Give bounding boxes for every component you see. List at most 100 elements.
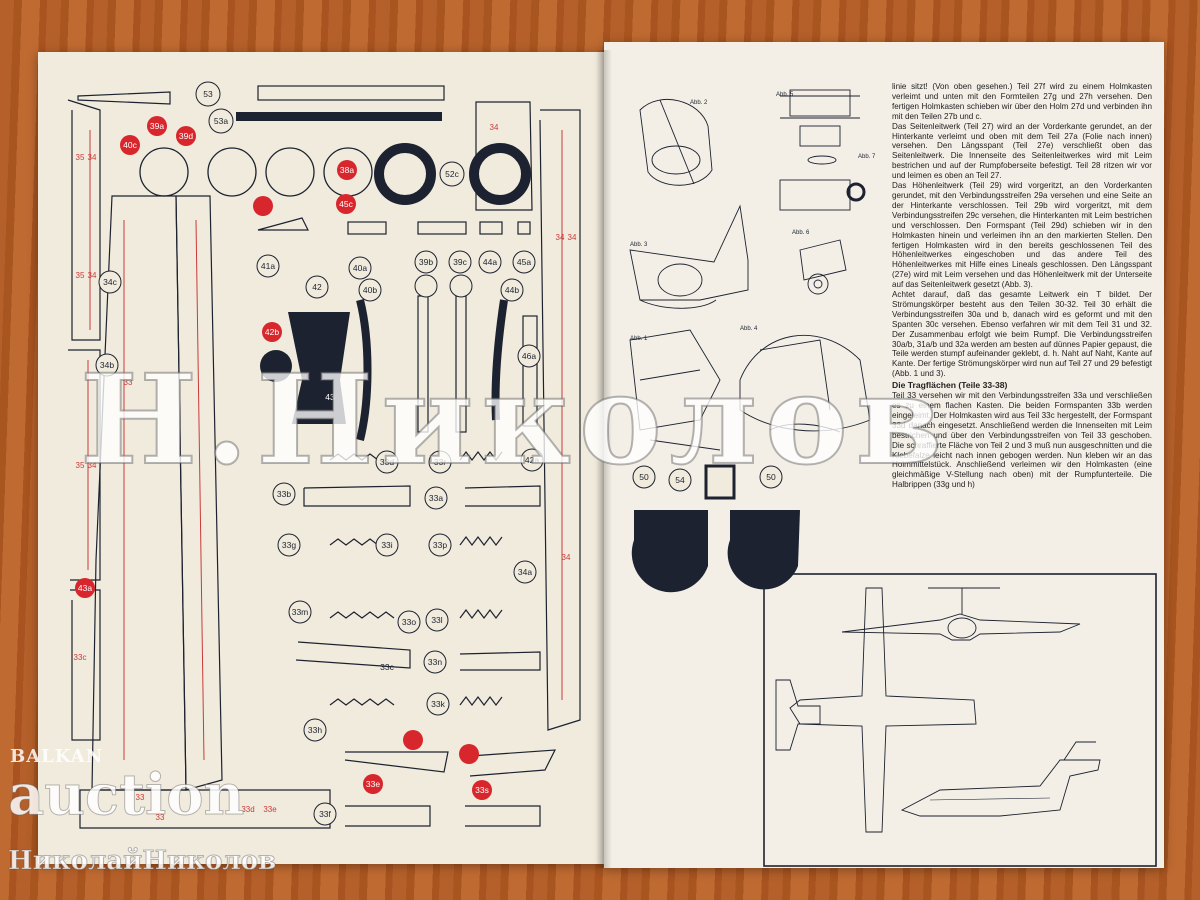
part-label-43a: 43a (78, 583, 92, 593)
red-dot-33i (403, 730, 423, 750)
scale-mark-34c: 34 (88, 461, 97, 470)
label-circle-33h (303, 718, 327, 742)
scale-mark-33c2: 33 (156, 813, 165, 822)
label-circle-33d (375, 450, 399, 474)
part-label-33m: 33m (292, 607, 309, 617)
spar-46a (522, 315, 538, 427)
scale-mark-33c: 33c (74, 653, 87, 662)
paragraph-3: Das Höhenleitwerk (Teil 29) wird vorgeri… (892, 181, 1152, 290)
part-label-34b: 34b (100, 360, 114, 370)
red-dot-39c (253, 196, 273, 216)
instruction-text-column: linie sitzt! (Von oben gesehen.) Teil 27… (892, 82, 1152, 490)
part-33f (303, 485, 411, 507)
figure-label-abb4: Abb. 4 (740, 326, 758, 332)
diagram-engine-intake (651, 145, 701, 175)
rib-33r (459, 451, 503, 461)
rib-33l (459, 609, 503, 619)
part-label-38a: 38a (340, 165, 354, 175)
rib-33k (459, 696, 503, 706)
strip-part-35 (67, 99, 101, 341)
part-label-42: 42 (312, 282, 322, 292)
paragraph-5: Teil 33 versehen wir mit den Verbindungs… (892, 391, 1152, 490)
scale-mark-34b: 34 (88, 271, 97, 280)
three-view-top-plane (789, 587, 977, 833)
diagram-tail-assembly (629, 204, 749, 301)
part-label-39a: 39a (150, 121, 164, 131)
label-circle-33m (288, 600, 312, 624)
part-33g (464, 485, 541, 507)
part-label-33b-upper: 33b (277, 489, 291, 499)
spar-40b (356, 299, 372, 441)
label-circle-53 (195, 81, 221, 107)
watermark-brand-bottom: НиколайНиколов (7, 846, 277, 877)
rib-33n (329, 698, 395, 706)
figure-label-abb7: Abb. 7 (858, 154, 876, 160)
part-53-strip (257, 85, 445, 101)
label-circle-40a (348, 256, 372, 280)
scale-mark-35a: 35 (76, 153, 85, 162)
part-label-45a: 45a (517, 257, 531, 267)
part-label-44a: 44a (483, 257, 497, 267)
paragraph-1: linie sitzt! (Von oben gesehen.) Teil 27… (892, 82, 1152, 121)
part-label-33e: 33e (366, 779, 380, 789)
label-circle-40b (358, 278, 382, 302)
diagram-part-box-1 (789, 89, 851, 117)
part-33k2 (469, 749, 557, 777)
label-circle-34b (95, 353, 119, 377)
part-label-44b: 44b (505, 285, 519, 295)
part-label-40a: 40a (353, 263, 367, 273)
part-34-long (539, 109, 581, 731)
label-circle-50a (632, 465, 656, 489)
wheel-part-40c (139, 147, 189, 197)
label-circle-33g (424, 486, 448, 510)
diagram-wheel-small (846, 182, 866, 202)
diagram-landing-gear (799, 239, 847, 281)
part-label-33p: 33p (433, 540, 447, 550)
red-dot-45c (336, 194, 356, 214)
scale-mark-34g: 34 (490, 123, 499, 132)
figure-label-abb6: Abb. 6 (792, 230, 810, 236)
part-label-42b: 42b (265, 327, 279, 337)
part-label-34a: 34a (518, 567, 532, 577)
label-circle-33o (397, 610, 421, 634)
part-label-54: 54 (675, 475, 685, 485)
red-dot-39a (147, 116, 167, 136)
label-circle-39c (448, 250, 472, 274)
red-dot-38c (337, 160, 357, 180)
part-label-33o: 33o (402, 617, 416, 627)
label-circle-33p (428, 533, 452, 557)
part-label-33n: 33n (428, 657, 442, 667)
watermark-main: Н.Николов (79, 347, 951, 494)
part-label-33i: 33i (381, 540, 392, 550)
diagram-engine-nacelle (629, 329, 721, 431)
label-circle-33f (272, 482, 296, 506)
part-45a-rect (517, 221, 531, 235)
nose-cone-part (77, 91, 171, 105)
label-circle-33r (428, 450, 452, 474)
part-label-33h: 33h (308, 725, 322, 735)
diagram-engine-pod (639, 99, 713, 186)
part-label-53a: 53a (214, 116, 228, 126)
diagram-rear-fuselage (739, 334, 871, 432)
diagram-part-box-2 (799, 125, 841, 147)
three-view-top-tail (775, 679, 821, 751)
label-circle-33c (277, 533, 301, 557)
tire-part-52c (469, 143, 531, 205)
part-42b-black-disc (260, 350, 292, 382)
part-label-33l: 33l (431, 615, 442, 625)
scale-mark-33a: 33 (124, 378, 133, 387)
part-label-46a: 46a (522, 351, 536, 361)
red-dot-33e (363, 774, 383, 794)
part-label-39b: 39b (419, 257, 433, 267)
label-circle-33b (313, 802, 337, 826)
wing-part-33-strip (175, 195, 223, 791)
part-50-black-left (631, 510, 708, 593)
figure-label-abb5: Abb. 5 (776, 92, 794, 98)
part-label-33c-mid: 33c (380, 662, 394, 672)
part-label-42a: 42a (525, 455, 539, 465)
label-circle-39b2 (414, 274, 438, 298)
part-33h2 (465, 805, 541, 827)
label-circle-39b (414, 250, 438, 274)
scale-mark-34e: 34 (568, 233, 577, 242)
three-view-frame (763, 573, 1157, 867)
